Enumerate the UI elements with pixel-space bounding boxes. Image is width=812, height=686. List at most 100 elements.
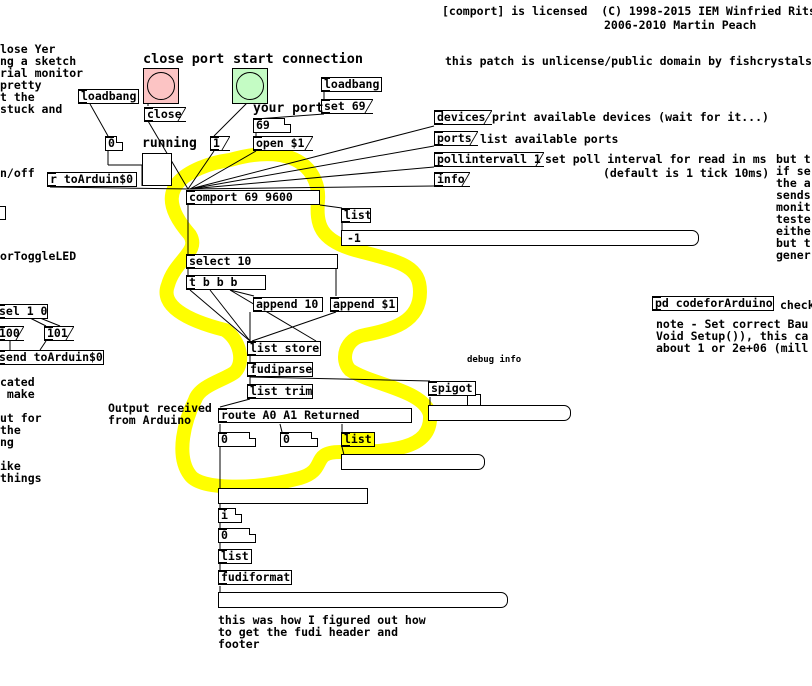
left-note-the: the	[0, 423, 21, 437]
route-a1-atom[interactable]: 0	[280, 432, 318, 447]
bang-circle-icon	[147, 72, 175, 100]
left-note-ike: ike	[0, 459, 21, 473]
right-col-5: monit	[776, 200, 811, 214]
list-store-object[interactable]: list store	[247, 341, 321, 356]
pd-codeforarduino-object[interactable]: pd codeforArduino	[652, 296, 774, 311]
fudiformat-output-box	[218, 592, 508, 608]
list-returned-output-box	[341, 454, 485, 470]
public-domain-text: this patch is unlicense/public domain by…	[445, 54, 812, 68]
left-note-utfor: ut for	[0, 411, 42, 425]
right-col-9: gener	[776, 248, 811, 262]
running-number-atom[interactable]: 0	[105, 136, 123, 151]
start-connection-bang[interactable]	[232, 68, 268, 104]
fudiparse-object[interactable]: fudiparse	[247, 362, 313, 377]
fudiformat-object[interactable]: fudiformat	[218, 570, 292, 585]
right-col-2: if se	[776, 164, 811, 178]
running-toggle[interactable]	[142, 153, 172, 186]
atom-notch	[249, 528, 256, 535]
sel-1-0-object[interactable]: sel 1 0	[0, 304, 48, 319]
pollintervall-message[interactable]: pollintervall 1	[434, 152, 544, 167]
append-1-object[interactable]: append $1	[330, 297, 398, 312]
send-toarduino-object[interactable]: send toArduin$0	[0, 350, 104, 365]
left-partial-toggle[interactable]	[0, 206, 6, 220]
msg-flag	[307, 136, 313, 151]
close-port-label: close port	[143, 51, 225, 67]
right-col-7: eithe	[776, 224, 811, 238]
msg-flag	[538, 152, 544, 167]
close-port-bang[interactable]	[143, 68, 179, 104]
fudi-note-comment: this was how I figured out how to get th…	[218, 613, 426, 651]
port-number-atom[interactable]: 69	[253, 118, 291, 133]
msg-flag	[224, 136, 230, 151]
right-col-4: sends	[776, 188, 811, 202]
left-note-toggleled: orToggleLED	[0, 249, 77, 263]
msg-flag	[472, 131, 478, 146]
msg-flag	[367, 99, 373, 114]
atom-notch	[284, 118, 291, 125]
route-a0-atom[interactable]: 0	[218, 432, 256, 447]
open-message[interactable]: open $1	[253, 136, 313, 151]
trigger-bbb-object[interactable]: t b b b	[186, 275, 266, 290]
close-message[interactable]: close	[144, 107, 186, 122]
atom-notch	[249, 432, 256, 439]
comport-object[interactable]: comport 69 9600	[186, 190, 320, 205]
devices-message[interactable]: devices	[434, 110, 492, 125]
list-trim-object[interactable]: list trim	[247, 384, 313, 399]
set-69-message[interactable]: set 69	[321, 99, 373, 114]
atom-i-value: i	[221, 508, 228, 522]
msg-flag	[68, 326, 74, 341]
atom-notch	[116, 136, 123, 143]
spigot-object[interactable]: spigot	[428, 381, 476, 396]
append-10-object[interactable]: append 10	[253, 297, 323, 312]
connect-1-message[interactable]: 1	[210, 136, 230, 151]
info-message[interactable]: info	[434, 172, 470, 187]
left-note-6: stuck and	[0, 102, 63, 116]
route-a1-value: 0	[283, 432, 290, 446]
list-object-top[interactable]: list	[341, 208, 372, 223]
left-note-3: rial monitor	[0, 66, 84, 80]
msg-101[interactable]: 101	[44, 326, 74, 341]
list-object-highlighted[interactable]: list	[341, 432, 375, 447]
select-10-object[interactable]: select 10	[186, 254, 338, 269]
license-text: [comport] is licensed (C) 1998-2015 IEM …	[442, 4, 812, 18]
msg-flag	[180, 107, 186, 122]
loadbang-left-object[interactable]: loadbang	[78, 89, 140, 104]
msg-flag	[486, 110, 492, 125]
atom-zero-value: 0	[221, 528, 228, 542]
print-devices-comment: print available devices (wait for it...)	[492, 110, 769, 124]
connect-1-text: 1	[213, 136, 220, 150]
set-69-text: set 69	[324, 99, 366, 113]
left-note-cated: cated	[0, 375, 35, 389]
pollintervall-text: pollintervall 1	[437, 152, 541, 166]
left-note-5: t the	[0, 90, 35, 104]
left-note-1: lose Yer	[0, 42, 56, 56]
r-toarduino-object[interactable]: r toArduin$0	[47, 172, 137, 187]
debug-info-label: debug info	[467, 355, 522, 365]
left-note-ng: ng	[0, 435, 14, 449]
port-number-value: 69	[256, 118, 270, 132]
msg-100[interactable]: 100	[0, 326, 24, 341]
devices-text: devices	[437, 110, 486, 124]
atom-zero[interactable]: 0	[218, 528, 256, 543]
note-line-2: Void Setup()), this ca	[656, 329, 809, 343]
loadbang-right-object[interactable]: loadbang	[321, 77, 383, 92]
open-message-text: open $1	[256, 136, 305, 150]
atom-i[interactable]: i	[218, 508, 242, 523]
right-col-1: but t	[776, 152, 811, 166]
running-number-value: 0	[108, 136, 115, 150]
ports-message[interactable]: ports	[434, 131, 478, 146]
output-received-comment: Output received from Arduino	[108, 401, 212, 427]
atom-notch	[235, 508, 242, 515]
your-port-label: your port	[253, 101, 324, 116]
spigot-output-box	[428, 405, 571, 421]
ports-text: ports	[437, 131, 472, 145]
license-authors: 2006-2010 Martin Peach	[604, 18, 757, 32]
left-note-things: things	[0, 471, 42, 485]
left-note-make: make	[0, 387, 35, 401]
list-object-bottom[interactable]: list	[218, 549, 252, 564]
route-object[interactable]: route A0 A1 Returned	[218, 408, 412, 423]
right-col-6: teste	[776, 212, 811, 226]
